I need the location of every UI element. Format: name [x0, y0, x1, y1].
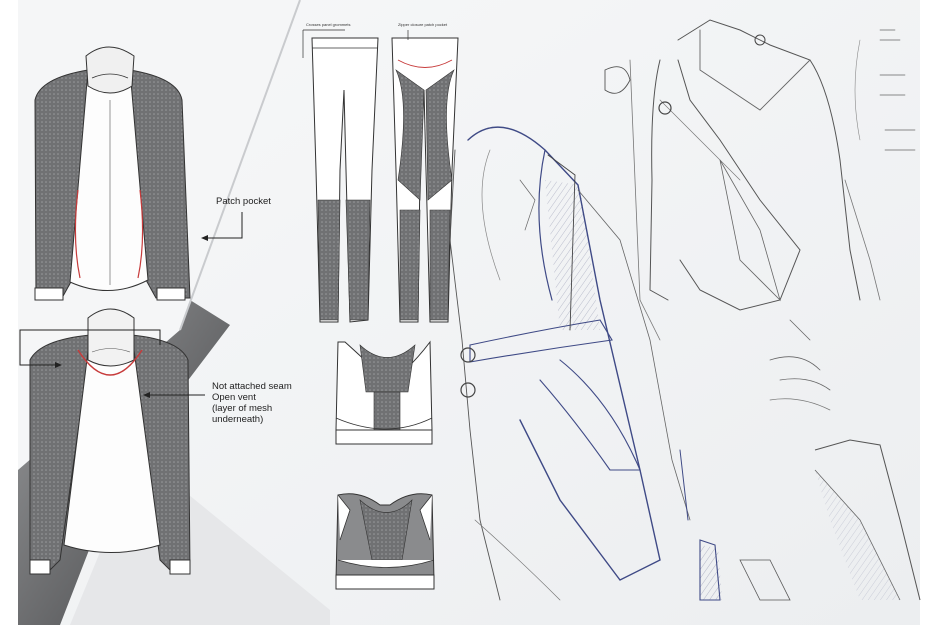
leggings-right-label: Zipper closure patch pocket [398, 22, 448, 27]
seam-label-line1: Not attached seam [212, 381, 292, 392]
seam-label-line4: underneath) [212, 414, 264, 425]
sports-bra-front [335, 340, 433, 445]
patch-pocket-label: Patch pocket [216, 196, 271, 207]
leggings-back-flat [391, 37, 459, 323]
seam-label-line2: Open vent [212, 392, 256, 403]
seam-label-line3: (layer of mesh [212, 403, 273, 414]
patch-pocket-pointer [208, 212, 243, 239]
hoodie-back-flat [29, 308, 191, 575]
leggings-left-label: Crosses panel grommets [306, 22, 351, 27]
sports-bra-back [335, 493, 435, 590]
coat-pencil-sketch [449, 126, 691, 601]
leggings-front-flat [311, 37, 379, 323]
jacket-pencil-sketch [604, 19, 916, 411]
hoodie-front-flat [34, 46, 191, 301]
